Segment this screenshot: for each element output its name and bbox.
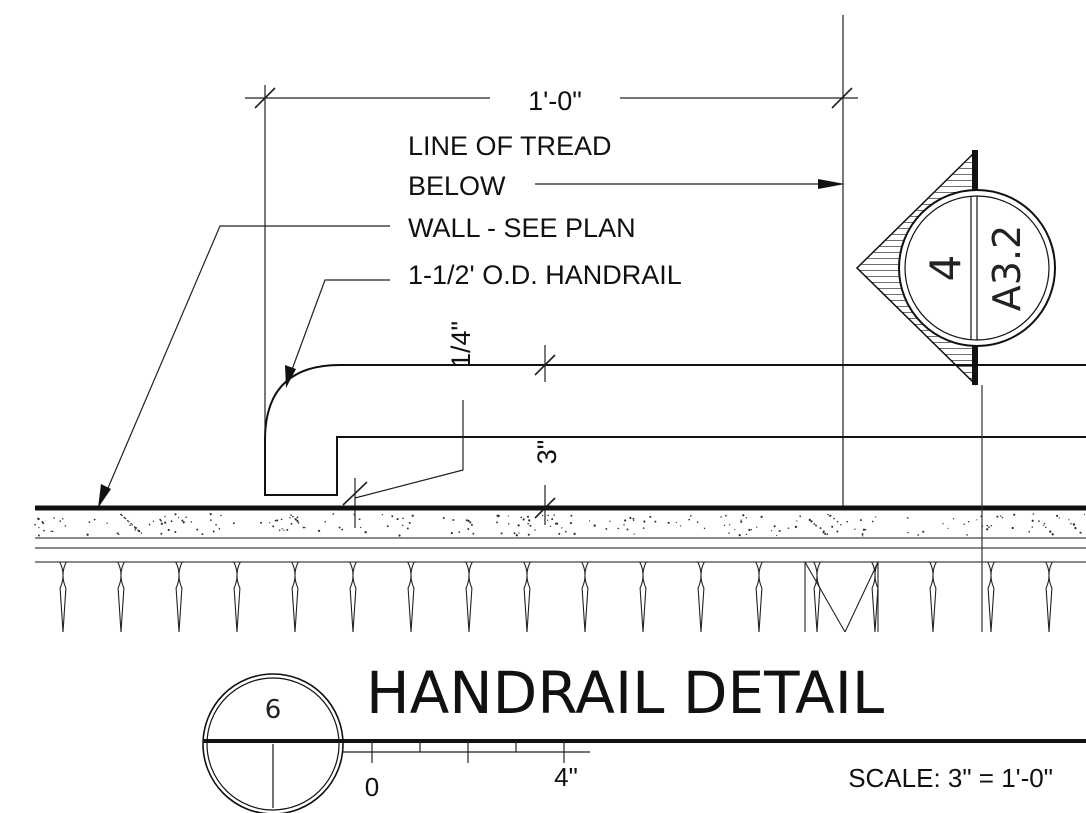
detail-number: 6 — [265, 695, 282, 725]
tread-leader — [535, 179, 845, 189]
wall-leader — [98, 225, 390, 508]
rail-height-label: 3" — [532, 440, 562, 465]
handrail-profile — [264, 364, 1086, 496]
tread-note-line-2: BELOW — [408, 171, 506, 201]
tread-note-line-1: LINE OF TREAD — [408, 131, 612, 161]
concrete-stipple — [34, 513, 1086, 537]
section-marker-number: 4 — [921, 255, 970, 282]
handrail-note: 1-1/2' O.D. HANDRAIL — [408, 260, 682, 290]
detail-bubble — [202, 673, 344, 813]
rail-gap-label: 1/4" — [446, 321, 476, 368]
handrail-leader — [285, 279, 390, 388]
scale-bar-start: 0 — [365, 772, 379, 802]
section-marker — [855, 150, 1056, 386]
wall-note: WALL - SEE PLAN — [408, 213, 636, 243]
floor-surface — [34, 505, 1086, 563]
detail-title: HANDRAIL DETAIL — [366, 659, 884, 727]
section-marker-sheet: A3.2 — [985, 225, 1029, 311]
scale-bar-end: 4" — [554, 762, 578, 792]
scale-note: SCALE: 3" = 1'-0" — [848, 763, 1053, 793]
width-dimension-label: 1'-0" — [528, 86, 582, 116]
scale-bar — [343, 741, 590, 763]
insulation-pattern — [59, 562, 1053, 632]
